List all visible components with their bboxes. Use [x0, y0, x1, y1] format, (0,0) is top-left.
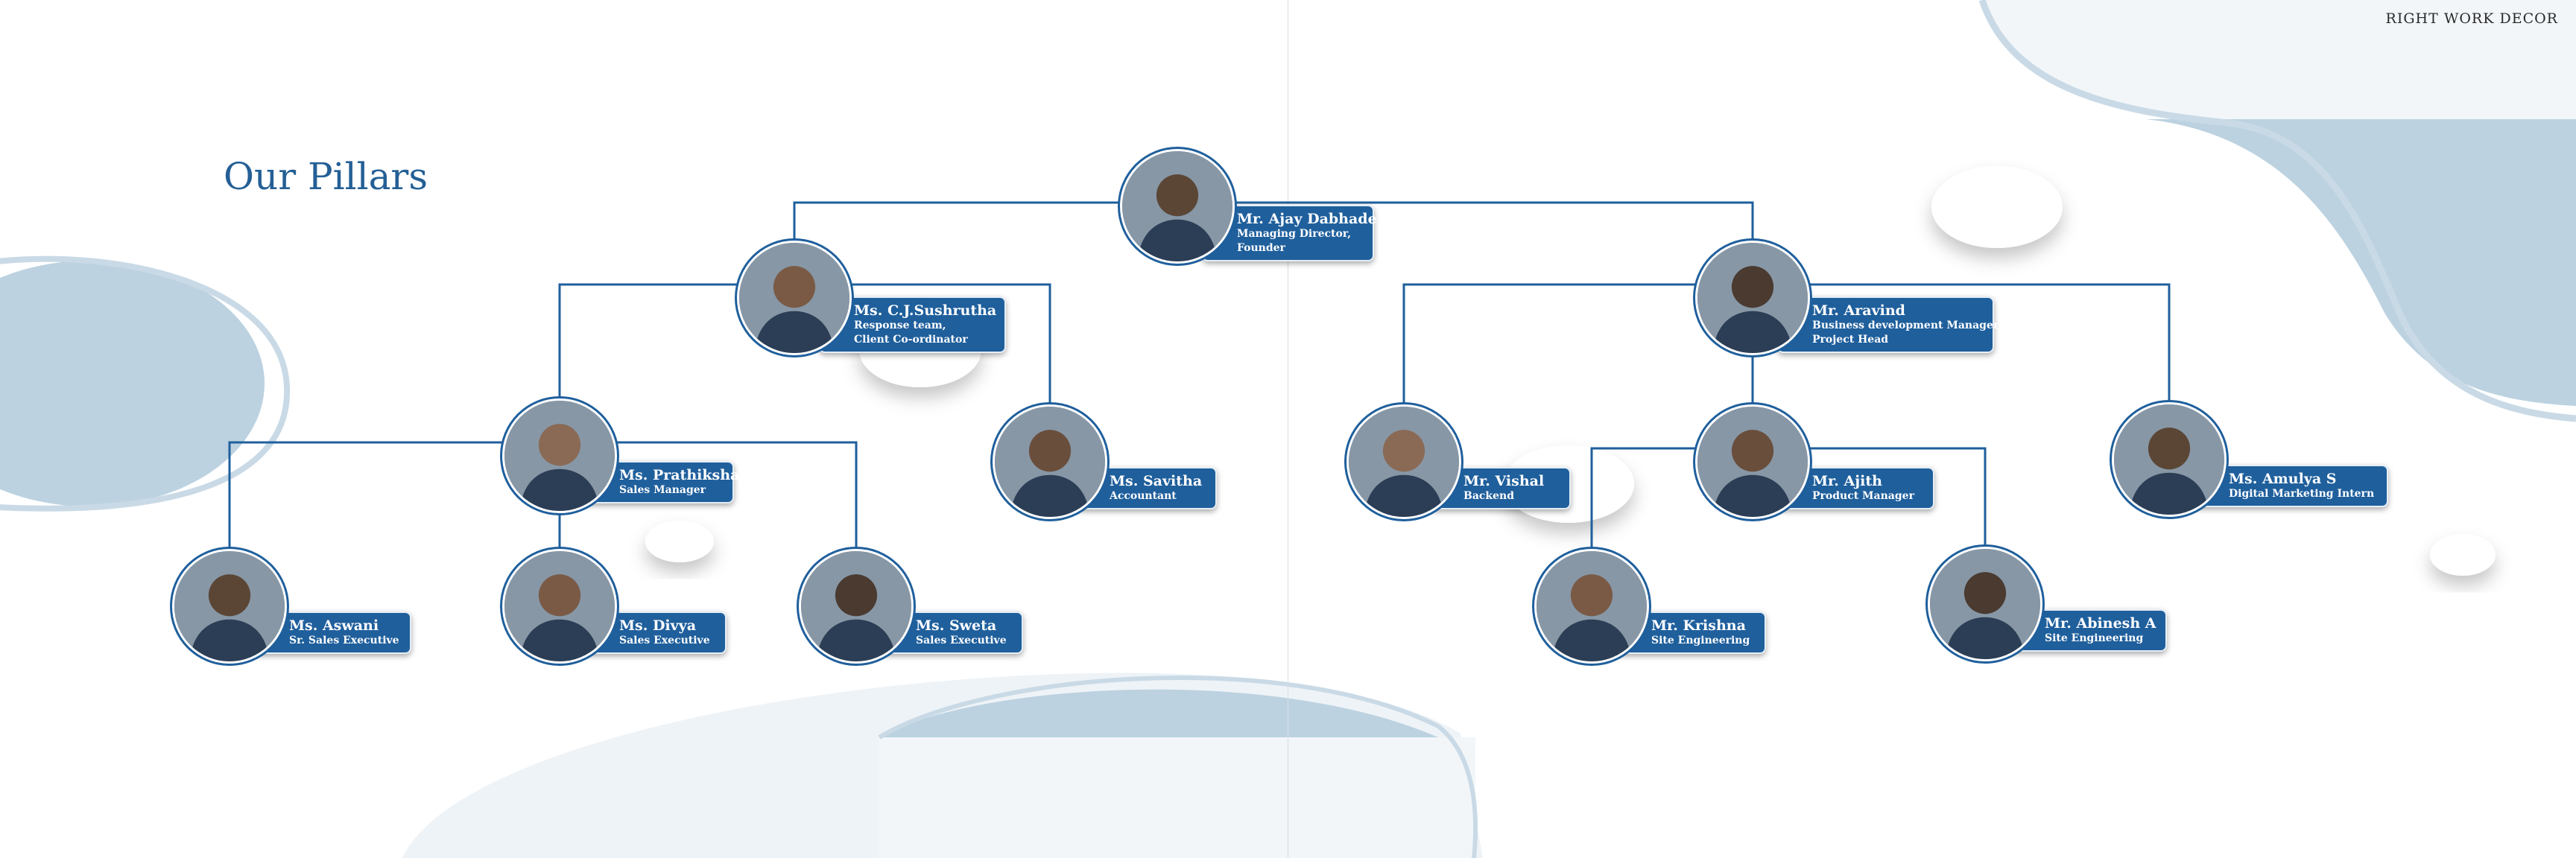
connector-aravind-vishal [1402, 283, 1753, 462]
person-role: Response team, [853, 319, 946, 331]
connector-aravind-amulya [1753, 283, 2171, 460]
person-role: Client Co-ordinator [853, 333, 968, 346]
person-name: Mr. Abinesh A [2044, 615, 2156, 632]
person-avatar-icon [504, 401, 615, 511]
person-name: Mr. Aravind [1811, 302, 1905, 319]
avatar [502, 398, 617, 513]
person-name: Mr. Ajay Dabhade [1236, 210, 1377, 227]
person-name: Mr. Ajith [1811, 473, 1882, 489]
person-name: Ms. Prathiksha [618, 467, 740, 483]
person-avatar-icon [801, 551, 911, 661]
person-role: Digital Marketing Intern [2228, 488, 2375, 500]
person-avatar-icon [1697, 407, 1808, 517]
person-role: Accountant [1109, 490, 1177, 502]
person-avatar-icon [174, 551, 285, 661]
person-avatar-icon [1122, 151, 1232, 261]
person-name: Ms. Sweta [915, 617, 997, 634]
avatar [502, 549, 617, 664]
person-name: Ms. Savitha [1109, 473, 1203, 489]
person-role: Sr. Sales Executive [288, 635, 399, 646]
person-avatar-icon [739, 243, 849, 353]
person-role: Product Manager [1811, 490, 1914, 502]
person-avatar-icon [1349, 407, 1459, 517]
decor-disc [2430, 534, 2496, 576]
person-role: Managing Director, [1236, 227, 1352, 240]
person-role: Sales Executive [915, 635, 1007, 646]
decor-disc [1931, 166, 2063, 248]
person-role: Backend [1463, 490, 1514, 502]
person-role: Sales Manager [618, 484, 706, 496]
connector-sushrutha-savitha [794, 283, 1051, 462]
person-avatar-icon [1930, 549, 2040, 659]
person-name: Ms. C.J.Sushrutha [853, 302, 997, 319]
person-role: Site Engineering [1651, 635, 1750, 646]
avatar [737, 241, 852, 355]
person-name: Ms. Amulya S [2228, 471, 2337, 487]
brand-logo-text: RIGHT WORK DECOR [2385, 10, 2558, 27]
person-name: Ms. Aswani [288, 617, 379, 634]
person-role: Business development Manager, [1811, 319, 2002, 331]
person-avatar-icon [504, 551, 615, 661]
avatar [172, 549, 287, 664]
person-role: Sales Executive [618, 635, 710, 646]
avatar [1695, 404, 1810, 519]
page-title: Our Pillars [224, 155, 428, 198]
person-name: Mr. Krishna [1651, 617, 1746, 634]
person-avatar-icon [1697, 243, 1808, 353]
decor-disc [645, 521, 714, 562]
avatar [799, 549, 914, 664]
person-avatar-icon [2114, 404, 2224, 515]
avatar [1534, 549, 1649, 664]
person-role: Site Engineering [2044, 632, 2144, 644]
person-name: Ms. Divya [618, 617, 697, 634]
avatar [1120, 149, 1235, 264]
person-role: Project Head [1811, 333, 1889, 346]
avatar [993, 404, 1107, 519]
person-avatar-icon [995, 407, 1105, 517]
person-avatar-icon [1537, 551, 1647, 661]
avatar [1695, 241, 1810, 355]
avatar [1346, 404, 1461, 519]
avatar [2112, 402, 2227, 517]
avatar [1928, 547, 2042, 661]
person-name: Mr. Vishal [1463, 473, 1545, 489]
person-role: Founder [1236, 241, 1285, 254]
